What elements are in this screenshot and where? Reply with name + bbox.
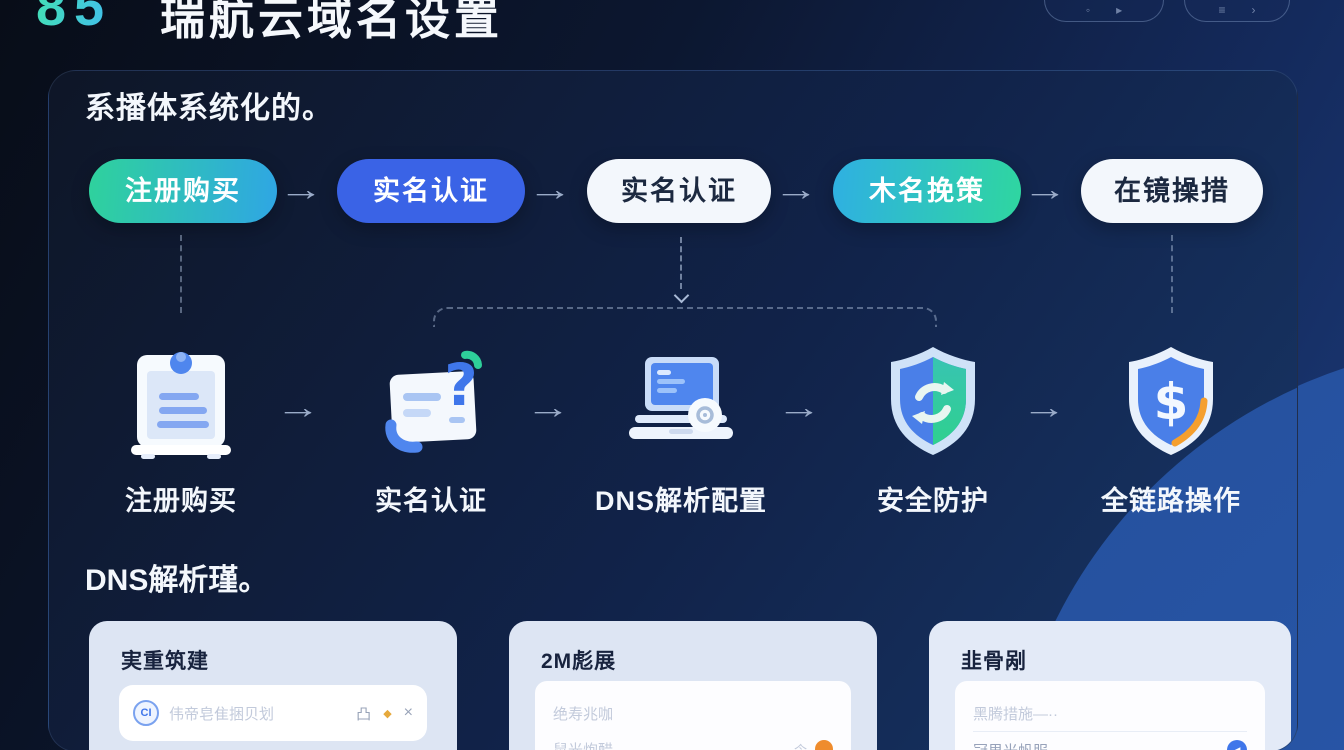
- ci-badge-icon: CI: [133, 700, 159, 726]
- certificate-question-icon: ?: [371, 341, 491, 461]
- flow-pill-operate[interactable]: 在镜操措: [1081, 159, 1263, 223]
- card-title: 2M彪展: [541, 650, 617, 673]
- laptop-shield-icon: [621, 341, 741, 461]
- form-row-label: 冠男光帆服: [973, 740, 1048, 750]
- record-icon: ◦: [1085, 3, 1091, 17]
- arrow-right-icon: →: [773, 171, 819, 207]
- form-panel: 黑腾措施—·· 冠男光帆服 ◀: [955, 681, 1265, 750]
- arrow-right-icon: →: [1022, 171, 1068, 207]
- shield-refresh-icon: [873, 341, 993, 461]
- svg-text:$: $: [1154, 373, 1189, 431]
- shield-dollar-icon: $: [1111, 341, 1231, 461]
- form-row: 黑腾措施—··: [973, 695, 1247, 732]
- orange-toggle-icon[interactable]: [815, 740, 833, 750]
- page-title: 瑞航云域名设置: [160, 0, 504, 44]
- dns-card-2: 2M彪展 绝寿兆咖 鼠光炮醋 令: [509, 621, 877, 750]
- dashed-bracket-connector: [433, 307, 937, 327]
- step-label-full-link: 全链路操作: [1101, 486, 1241, 516]
- form-row: 绝寿兆咖: [553, 695, 833, 731]
- arrow-right-icon: →: [527, 171, 573, 207]
- star-icon[interactable]: ◆: [383, 707, 392, 720]
- link-icon: 令: [793, 742, 807, 750]
- flow-pill-verify-2[interactable]: 实名认证: [587, 159, 771, 223]
- registration-form-icon: [121, 341, 241, 461]
- chevron-right-icon: ›: [1251, 3, 1256, 17]
- main-panel: 系播体系统化的。 注册购买 → 实名认证 → 实名认证 → 木名挽策 → 在镜操…: [48, 70, 1298, 750]
- header-action-button-1[interactable]: ◦ ▸: [1044, 0, 1164, 22]
- card-title: 韭骨剐: [961, 650, 1027, 673]
- dns-card-3: 韭骨剐 黑腾措施—·· 冠男光帆服 ◀: [929, 621, 1291, 750]
- step-label-security: 安全防护: [877, 486, 989, 516]
- form-row: 冠男光帆服 ◀: [973, 732, 1247, 750]
- domain-input[interactable]: CI 伟帝皂隹捆贝划 凸 ◆ ×: [119, 685, 427, 741]
- copy-icon[interactable]: 凸: [356, 705, 372, 723]
- dns-card-1: 実重筑建 CI 伟帝皂隹捆贝划 凸 ◆ ×: [89, 621, 457, 750]
- close-icon[interactable]: ×: [403, 704, 413, 721]
- intro-text: 系播体系统化的。: [85, 92, 333, 125]
- step-label-register: 注册购买: [125, 486, 237, 516]
- form-panel: 绝寿兆咖 鼠光炮醋 令: [535, 681, 851, 750]
- arrow-right-icon: →: [1021, 389, 1067, 425]
- flow-pill-register[interactable]: 注册购买: [89, 159, 277, 223]
- dashed-connector-left: [180, 235, 182, 313]
- form-row-label: 绝寿兆咖: [553, 705, 614, 723]
- form-row-label: 黑腾措施—··: [973, 705, 1058, 723]
- card-title: 実重筑建: [121, 650, 209, 673]
- svg-text:?: ?: [444, 351, 478, 419]
- form-row-label: 鼠光炮醋: [553, 741, 614, 750]
- arrow-right-icon: →: [278, 171, 324, 207]
- header-action-button-2[interactable]: ≡ ›: [1184, 0, 1290, 22]
- form-row: 鼠光炮醋 令: [553, 731, 833, 750]
- logo: 85: [36, 0, 112, 38]
- input-placeholder-text: 伟帝皂隹捆贝划: [169, 705, 275, 723]
- step-label-dns-config: DNS解析配置: [594, 486, 767, 516]
- arrow-right-icon: →: [776, 389, 822, 425]
- dashed-connector-right: [1171, 235, 1173, 313]
- arrow-down-icon: [680, 237, 682, 289]
- arrow-right-icon: →: [275, 389, 321, 425]
- arrow-right-icon: →: [525, 389, 571, 425]
- menu-icon: ≡: [1218, 3, 1226, 17]
- flow-pill-verify-1[interactable]: 实名认证: [337, 159, 525, 223]
- step-label-verify: 实名认证: [375, 486, 487, 516]
- flow-pill-domain[interactable]: 木名挽策: [833, 159, 1021, 223]
- play-back-icon[interactable]: ◀: [1227, 740, 1247, 750]
- section-title-dns: DNS解析瑾。: [85, 564, 269, 597]
- cursor-icon: ▸: [1116, 3, 1123, 17]
